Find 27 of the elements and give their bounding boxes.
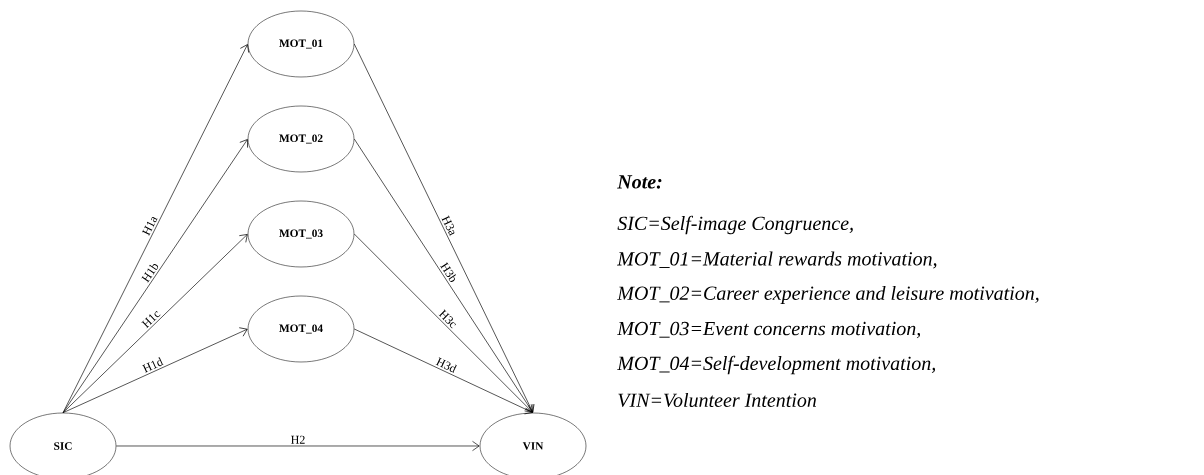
edge-label: H3b: [440, 261, 456, 282]
arrow: [353, 233, 533, 413]
edge-label: H1d: [142, 357, 164, 373]
edge-label: H2: [291, 435, 305, 444]
note-text: MOT_03=Event concerns motivation,: [617, 321, 920, 339]
edge-label: H1a: [141, 217, 158, 236]
edge-label: H3d: [435, 357, 457, 374]
arrow: [353, 328, 533, 415]
arrow: [353, 43, 535, 413]
note-text: SIC=Self-image Congruence,: [617, 215, 853, 235]
ellipse-node: MOT_01: [247, 10, 355, 78]
note-text: VIN=Volunteer Intention: [618, 392, 816, 408]
ellipse-node: MOT_02: [247, 105, 355, 173]
edge-label: H1c: [141, 311, 161, 329]
note-text: MOT_02=Career experience and leisure motivation,: [617, 285, 1039, 305]
ellipse-node: MOT_04: [247, 295, 355, 363]
arrow: [115, 441, 480, 451]
arrow: [62, 44, 249, 414]
arrow: [62, 234, 248, 414]
edge-label: H3c: [438, 309, 456, 329]
note-text: MOT_01=Material rewards motivation,: [617, 251, 937, 269]
ellipse-node: MOT_03: [247, 200, 355, 268]
note-text: Note:: [617, 175, 662, 189]
arrow: [62, 327, 248, 414]
edge-label: H3a: [441, 215, 455, 237]
edge-label: H1b: [141, 264, 159, 283]
note-text: MOT_04=Self-development motivation,: [617, 355, 935, 375]
